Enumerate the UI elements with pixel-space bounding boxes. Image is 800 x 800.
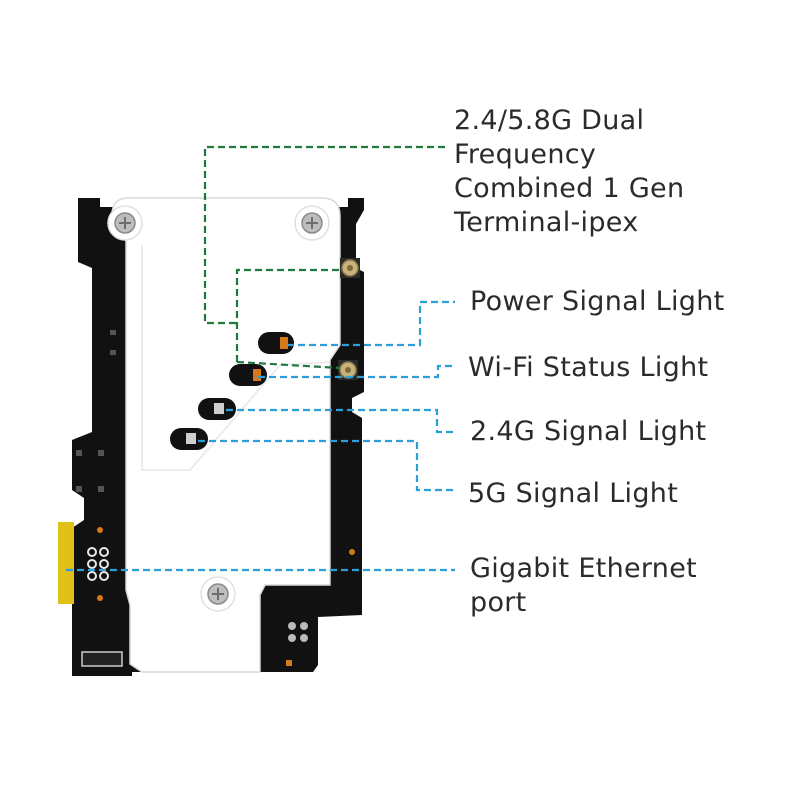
white-shield — [111, 197, 341, 673]
screw-bottom — [200, 576, 236, 612]
ethernet-port — [58, 522, 109, 604]
callout-g5-light: 5G Signal Light — [468, 477, 678, 511]
callout-g24-light-text: 2.4G Signal Light — [470, 416, 707, 447]
pcb-components — [76, 330, 355, 667]
callout-antenna-line-3: Combined 1 Gen — [454, 173, 685, 204]
callout-ethernet-line-1: Gigabit Ethernet — [470, 553, 698, 584]
callout-antenna: 2.4/5.8G Dual Frequency Combined 1 Gen T… — [454, 104, 684, 240]
callout-g24-light: 2.4G Signal Light — [470, 415, 706, 449]
callout-wifi-light: Wi-Fi Status Light — [468, 351, 708, 385]
power-led — [258, 332, 294, 354]
antenna-connector-top — [340, 258, 360, 278]
g5-led — [170, 428, 208, 450]
g24-led — [198, 398, 236, 420]
screw-top-left — [107, 205, 143, 241]
leader-power-light — [287, 300, 455, 347]
leader-g24-light — [226, 408, 455, 434]
leader-wifi-light — [258, 364, 455, 379]
screw-top-right — [294, 205, 330, 241]
callout-ethernet: Gigabit Ethernet port — [470, 552, 697, 620]
callout-power-light: Power Signal Light — [470, 285, 725, 319]
callout-ethernet-line-2: port — [470, 587, 527, 618]
leader-antenna — [203, 145, 445, 370]
leader-g5-light — [198, 439, 455, 492]
antenna-connector-bottom — [338, 360, 358, 380]
callout-power-light-text: Power Signal Light — [470, 286, 725, 317]
callout-antenna-line-1: 2.4/5.8G Dual — [454, 105, 645, 136]
callout-wifi-light-text: Wi-Fi Status Light — [468, 352, 709, 383]
callout-g5-light-text: 5G Signal Light — [468, 478, 679, 509]
wifi-led — [229, 364, 267, 386]
shield-seam — [141, 245, 331, 471]
callout-antenna-line-2: Frequency — [454, 139, 597, 170]
callout-antenna-line-4: Terminal-ipex — [454, 207, 639, 238]
